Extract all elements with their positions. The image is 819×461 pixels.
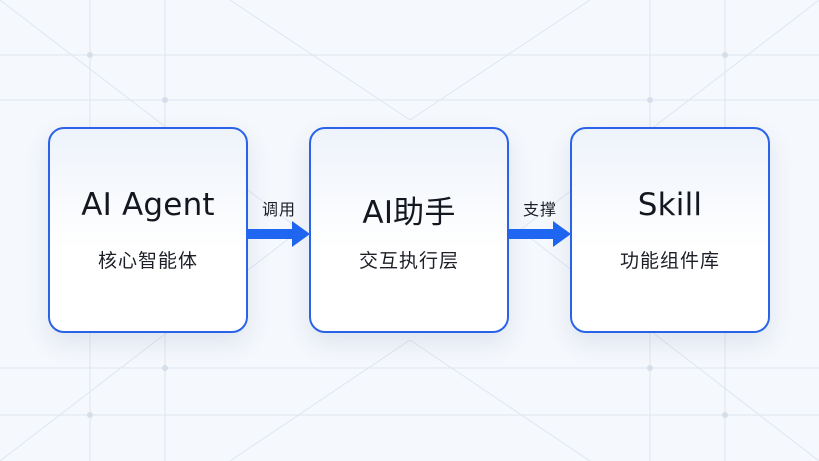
- connector-support: 支撑: [509, 196, 571, 248]
- arrow-right-icon: [509, 221, 571, 247]
- node-title: Skill: [637, 187, 703, 223]
- node-subtitle: 功能组件库: [619, 250, 720, 272]
- node-subtitle: 核心智能体: [97, 250, 198, 272]
- node-ai-assistant: AI助手 交互执行层: [309, 127, 509, 333]
- connector-label: 支撑: [522, 200, 557, 219]
- node-subtitle: 交互执行层: [358, 250, 459, 272]
- node-title: AI Agent: [81, 187, 215, 223]
- connector-label: 调用: [261, 200, 296, 219]
- node-ai-agent: AI Agent 核心智能体: [48, 127, 248, 333]
- node-skill: Skill 功能组件库: [570, 127, 770, 333]
- connector-invoke: 调用: [248, 196, 310, 248]
- node-title: AI助手: [362, 195, 456, 231]
- arrow-right-icon: [248, 221, 310, 247]
